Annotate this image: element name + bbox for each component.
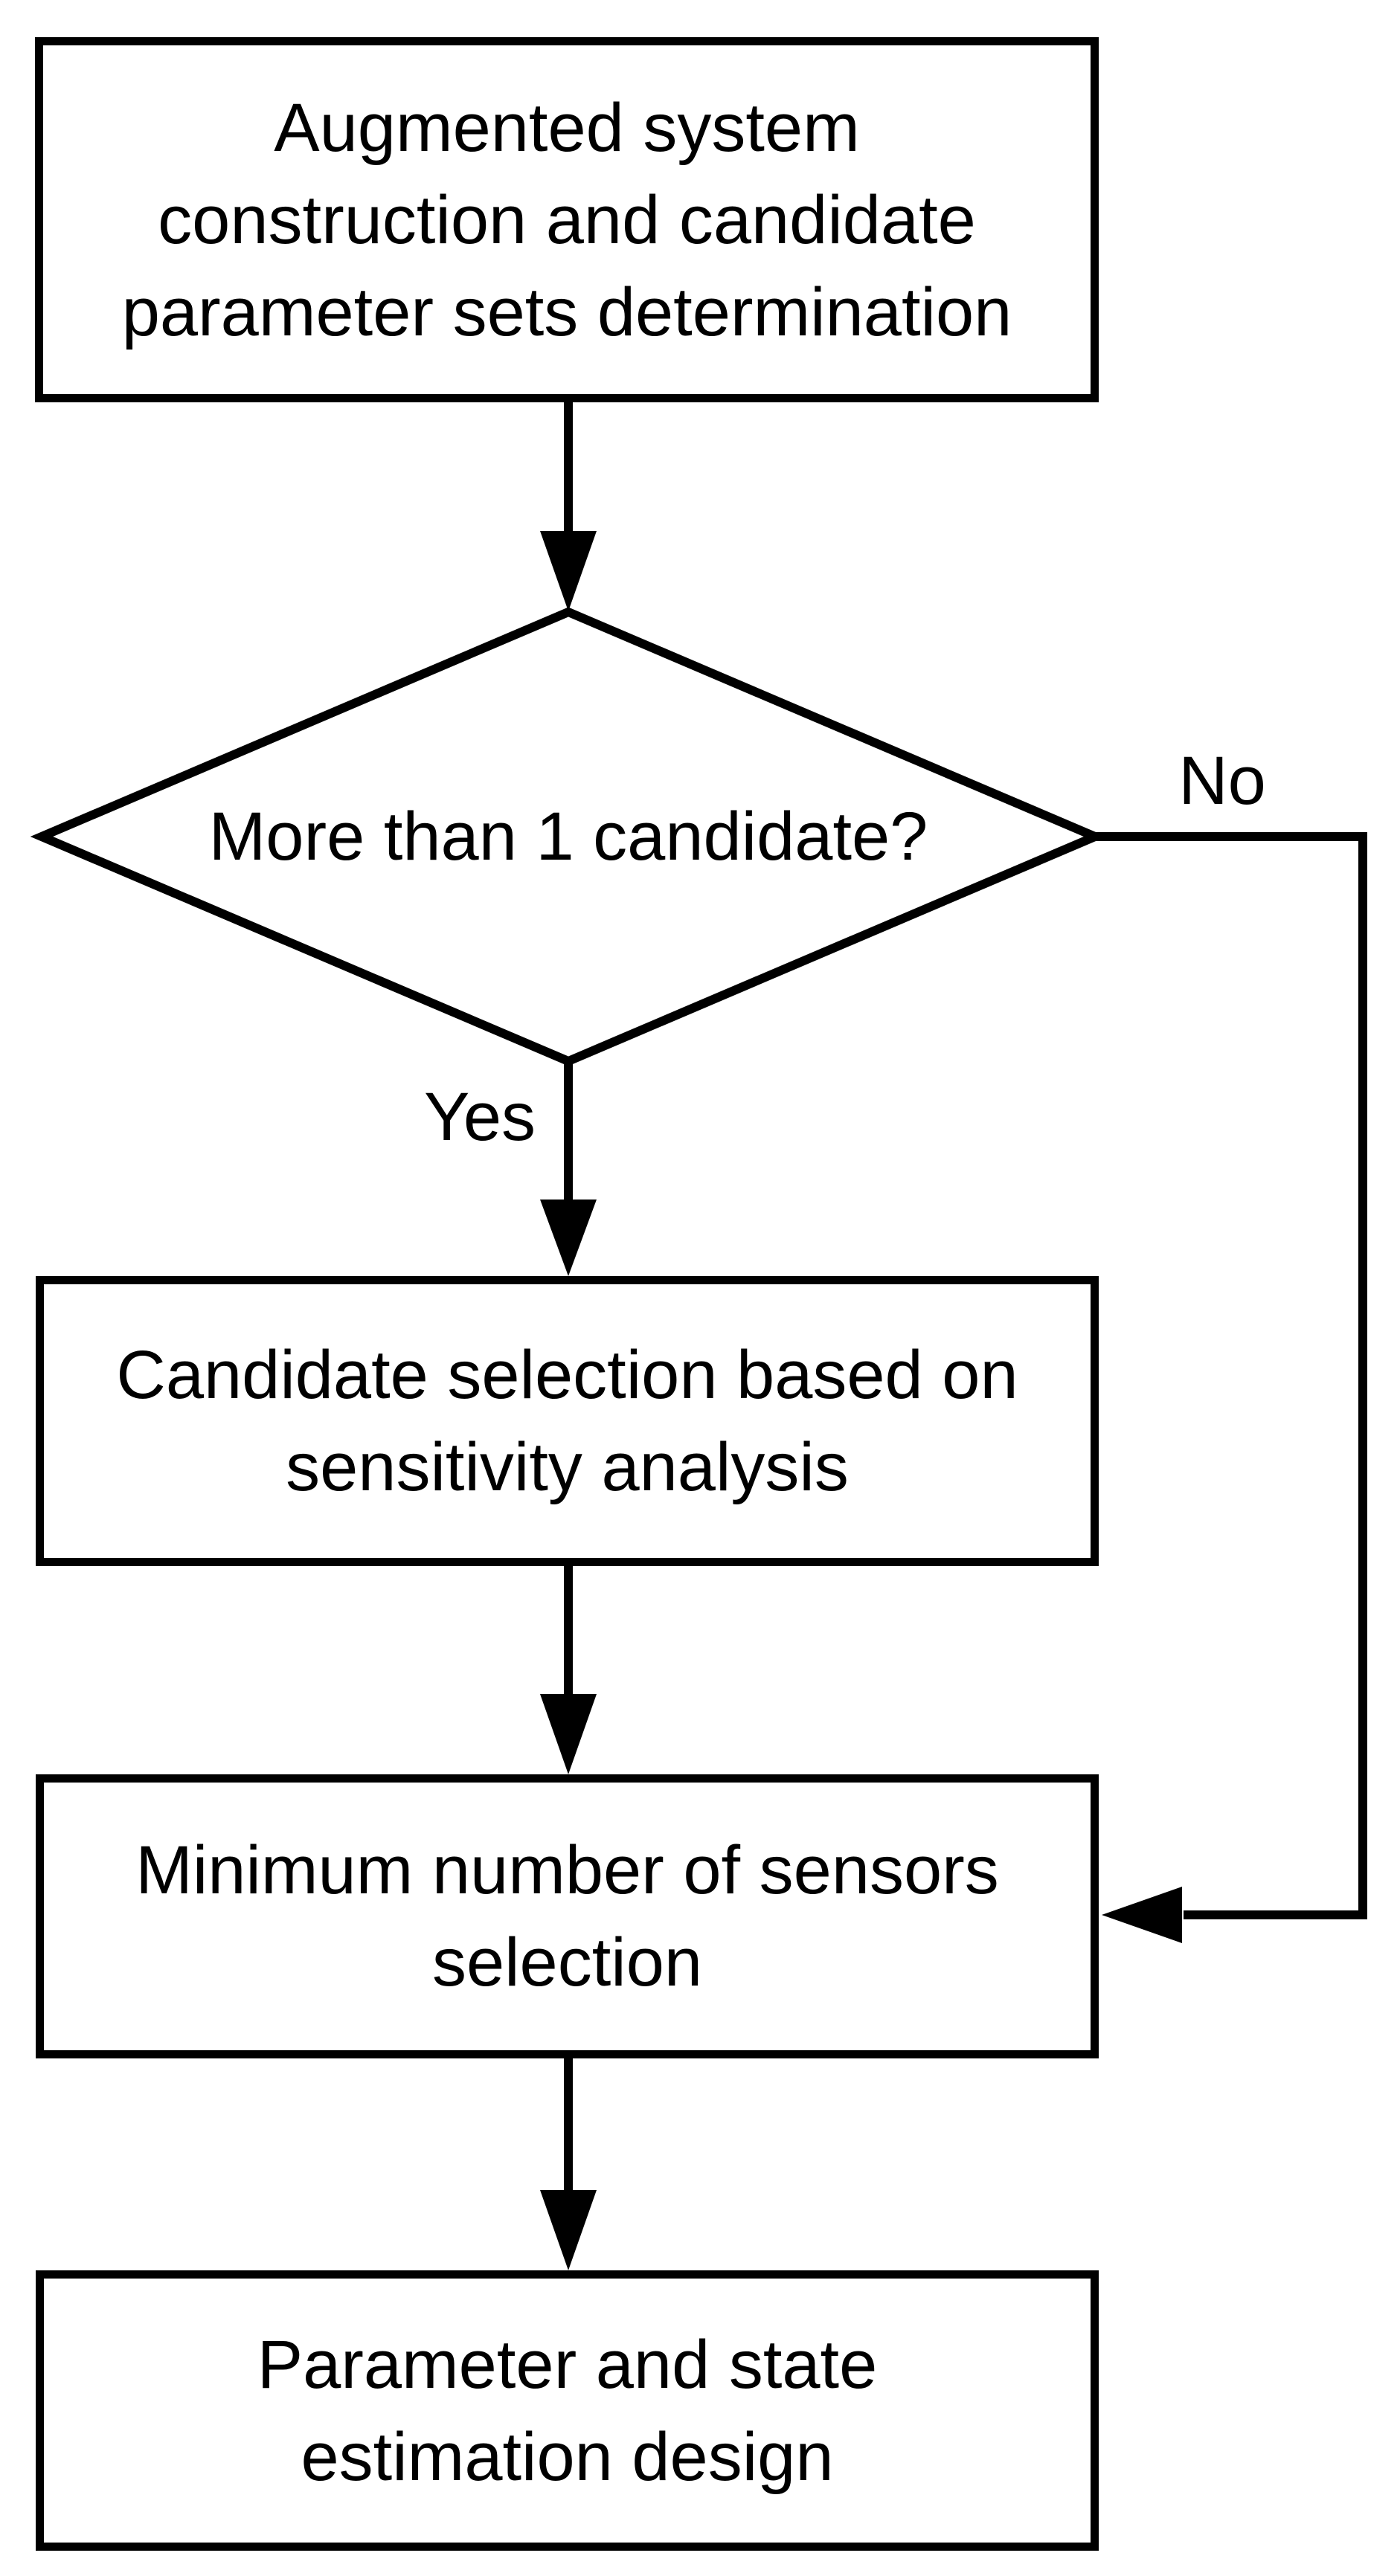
node-estimation-design: Parameter and state estimation design: [36, 2270, 1099, 2551]
node-candidate-selection: Candidate selection based on sensitivity…: [36, 1276, 1099, 1566]
arrow-left-icon: [1102, 1887, 1182, 1943]
node-label-line: Candidate selection based on: [116, 1337, 1018, 1413]
node-label-line: Parameter and state: [257, 2326, 878, 2403]
node-label-line: parameter sets determination: [121, 274, 1012, 350]
node-label-line: Minimum number of sensors: [135, 1832, 999, 1908]
node-label-line: construction and candidate: [158, 181, 976, 258]
arrow-down-icon: [540, 1061, 597, 1276]
node-label-line: selection: [431, 1925, 703, 2000]
no-branch-line: [1091, 832, 1367, 1943]
node-minimum-sensors: Minimum number of sensors selection: [36, 1774, 1099, 2058]
no-branch-label: No: [1178, 743, 1266, 819]
arrow-down-icon: [540, 402, 597, 611]
decision-label: More than 1 candidate?: [208, 799, 928, 875]
yes-branch-label: Yes: [423, 1079, 536, 1155]
node-label-line: Augmented system: [274, 89, 860, 166]
arrow-down-icon: [540, 1566, 597, 1774]
arrow-down-icon: [540, 2058, 597, 2270]
node-label-line: sensitivity analysis: [286, 1429, 849, 1505]
node-label-line: estimation design: [301, 2418, 834, 2495]
node-augmented-system: Augmented system construction and candid…: [35, 37, 1099, 402]
